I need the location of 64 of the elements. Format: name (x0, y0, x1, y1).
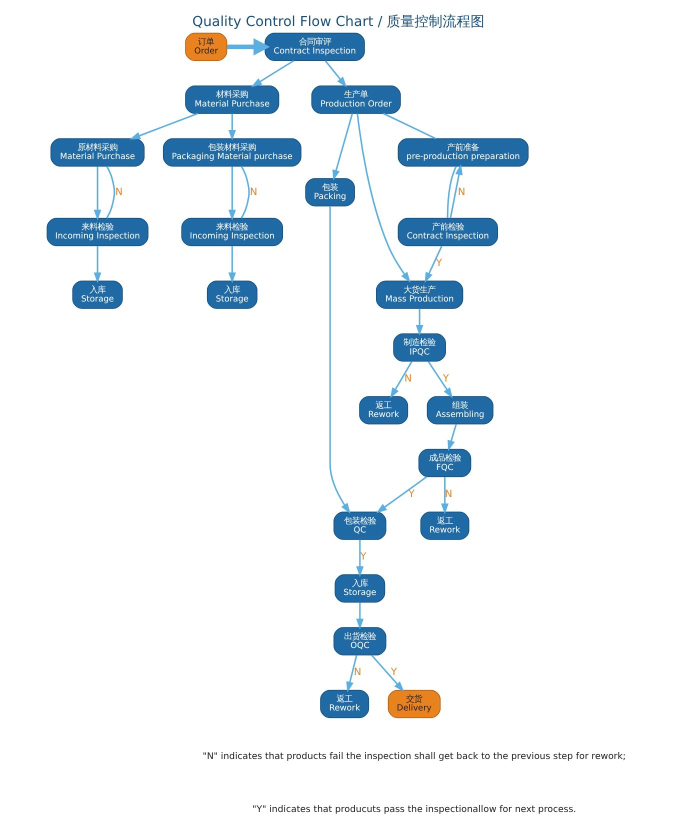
arrow (93, 246, 101, 284)
node-box: 包装检验 QC (333, 512, 386, 540)
node-box: 包装材料采购 Packaging Material purchase (162, 138, 301, 167)
node-box: 来料检验 Incoming Inspection (46, 218, 148, 246)
edge-label: N (457, 186, 465, 198)
arrow (376, 476, 427, 514)
edge-label: N (114, 186, 122, 198)
node-box: 组装 Assembling (426, 396, 493, 424)
arrow (449, 164, 462, 218)
arrow (226, 38, 270, 56)
arrow (228, 114, 236, 141)
node-box: 返工 Rework (320, 690, 369, 718)
node-box: 材料采购 Material Purchase (184, 86, 279, 114)
arrow (228, 246, 236, 284)
node-box: 产前准备 pre-production preparation (397, 138, 528, 167)
edge-label: Y (390, 667, 396, 678)
edge-label: N (249, 186, 257, 198)
arrow (93, 166, 101, 221)
arrow (228, 166, 236, 221)
node-box: 来料检验 Incoming Inspection (180, 218, 283, 246)
node-box: 产前检验 Contract Inspection (397, 218, 498, 246)
node-box: 制造检验 IPQC (392, 333, 446, 362)
node-box: 返工 Rework (358, 396, 408, 424)
arrow (415, 308, 423, 336)
node-box: 生产单 Production Order (310, 86, 400, 114)
node-box: 返工 Rework (420, 512, 469, 540)
arrow (390, 361, 412, 398)
arrow (346, 655, 357, 692)
arrow (324, 60, 346, 88)
connector (382, 112, 436, 140)
node-box: 合同审评 Contract Inspection (264, 32, 364, 62)
arrow (356, 113, 410, 283)
arrow (427, 361, 452, 398)
arrow (424, 246, 442, 284)
node-box: 大货生产 Mass Production (375, 280, 463, 309)
node-box: 交货 Delivery (387, 690, 440, 718)
label: "N" indicates that products fail the inspection shall get back to the previous step for rework; (202, 751, 626, 762)
arrow (356, 602, 364, 630)
node-box: 包装 Packing (304, 178, 354, 206)
node-box: 入库 Storage (206, 280, 257, 309)
arrow (129, 112, 198, 140)
arrow (328, 206, 350, 514)
node-box: 入库 Storage (334, 574, 385, 603)
diagram-title: Quality Control Flow Chart / 质量控制流程图 (192, 14, 484, 30)
connector (240, 166, 250, 219)
connector (106, 166, 115, 219)
edge-label: Y (442, 373, 449, 384)
edge-label: N (444, 488, 452, 500)
arrow (332, 113, 353, 181)
edge-label: Y (436, 258, 442, 269)
node-box: 成品检验 FQC (418, 448, 471, 478)
edge-label: N (404, 373, 412, 384)
arrow (370, 654, 404, 692)
arrow (440, 477, 448, 514)
node-box: 出货检验 OQC (333, 627, 386, 656)
connector (446, 166, 456, 218)
label: "Y" indicates that producuts pass the inspectionallow for next process. (252, 804, 576, 815)
edge-label: Y (408, 488, 414, 500)
arrow (447, 424, 456, 452)
node-box: 原材料采购 Material Purchase (50, 138, 144, 167)
node-box: 入库 Storage (72, 280, 122, 309)
edge-label: N (353, 667, 361, 678)
node-box: 订单 Order (184, 32, 227, 62)
arrow (250, 60, 294, 88)
